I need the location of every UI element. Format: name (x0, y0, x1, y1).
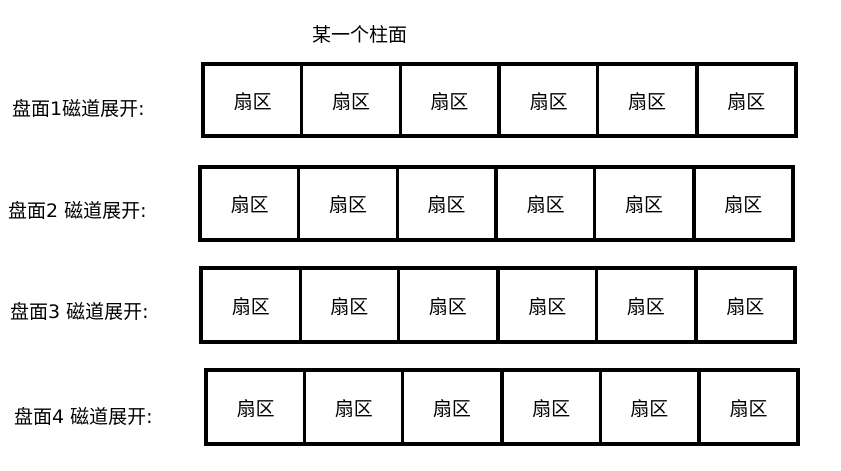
sector-3-1: 扇区 (231, 295, 270, 318)
sector-3-3: 扇区 (397, 270, 496, 340)
track-1: 扇区 扇区 扇区 扇区 扇区 扇区 (201, 62, 798, 138)
track-4: 扇区 扇区 扇区 扇区 扇区 扇区 (204, 368, 800, 446)
sector-3-5: 扇区 (595, 270, 694, 340)
sector-3-6: 扇区 (693, 270, 794, 340)
sector-4-4: 扇区 (499, 372, 599, 442)
sector-4-2: 扇区 (303, 372, 401, 442)
sector-4-3: 扇区 (401, 372, 499, 442)
sector-2-1: 扇区 (230, 194, 269, 216)
track-label-4: 盘面4 磁道展开: (14, 406, 153, 428)
track-3: 扇区 扇区 扇区 扇区 扇区 扇区 (199, 266, 797, 344)
sector-2-3: 扇区 (395, 169, 494, 238)
track-label-1: 盘面1磁道展开: (12, 98, 145, 120)
sector-1-5: 扇区 (596, 66, 694, 134)
sector-1-2: 扇区 (300, 66, 398, 134)
sector-1-4: 扇区 (496, 66, 596, 134)
sector-2-5: 扇区 (593, 169, 691, 238)
sector-3-4: 扇区 (495, 270, 596, 340)
sector-4-6: 扇区 (696, 372, 796, 442)
sector-2-2: 扇区 (297, 169, 395, 238)
track-label-3: 盘面3 磁道展开: (10, 301, 149, 323)
cylinder-title: 某一个柱面 (312, 24, 408, 46)
track-2: 扇区 扇区 扇区 扇区 扇区 扇区 (198, 165, 795, 242)
sector-4-5: 扇区 (598, 372, 697, 442)
sector-2-4: 扇区 (493, 169, 593, 238)
sector-1-3: 扇区 (398, 66, 497, 134)
track-label-2: 盘面2 磁道展开: (8, 200, 147, 222)
sector-2-6: 扇区 (691, 169, 791, 238)
sector-1-6: 扇区 (694, 66, 794, 134)
sector-1-1: 扇区 (233, 90, 272, 113)
sector-3-2: 扇区 (298, 270, 398, 340)
sector-4-1: 扇区 (236, 397, 275, 420)
